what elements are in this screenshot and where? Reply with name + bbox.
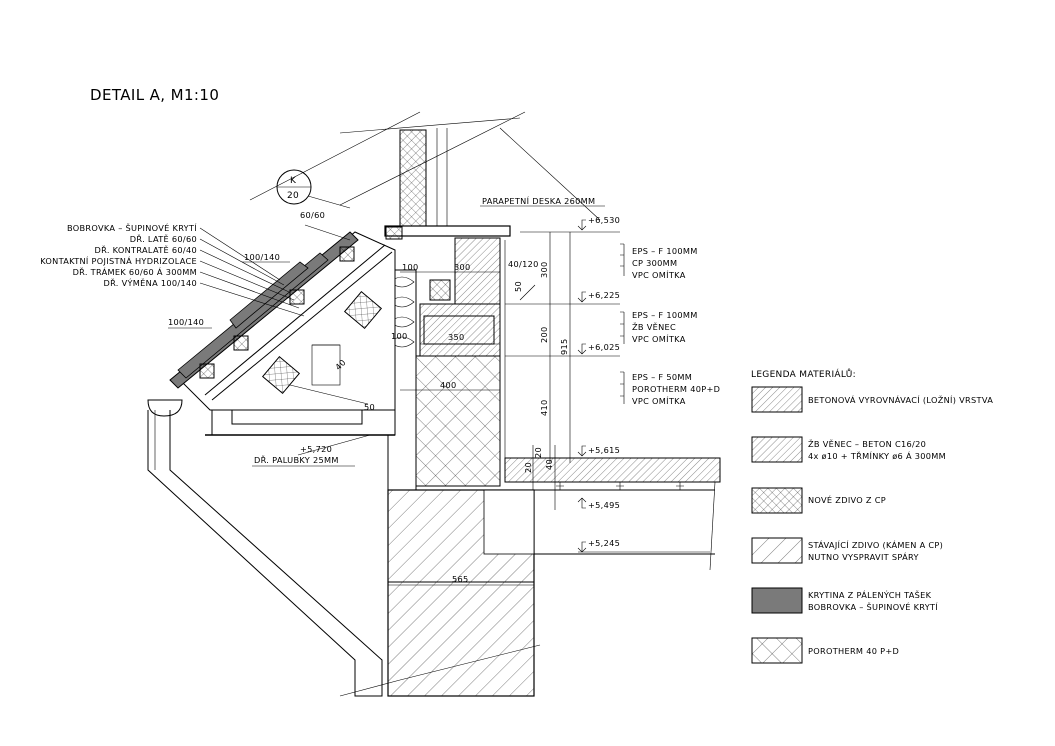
roof-layer-label: DŘ. TRÁMEK 60/60 Á 300MM: [73, 266, 197, 277]
legend-text: NUTNO VYSPRAVIT SPÁRY: [808, 551, 919, 562]
gutter-downpipe: [147, 399, 383, 697]
label-beam-lower: 100/140: [168, 317, 204, 327]
legend: LEGENDA MATERIÁLŮ: BETONOVÁ VYROVNÁVACÍ …: [751, 368, 993, 664]
wall-note-line: EPS – F 100MM: [632, 246, 698, 256]
dim-v-200: 200: [539, 326, 549, 343]
ring-beam: [419, 303, 501, 357]
roof-layer-label: DŘ. KONTRALATĚ 60/40: [95, 244, 197, 255]
roof-layer-label: BOBROVKA – ŠUPINOVÉ KRYTÍ: [67, 222, 197, 233]
legend-text: STÁVAJÍCÍ ZDIVO (KÁMEN A CP): [808, 539, 943, 550]
dim-v-20: 20: [523, 462, 533, 473]
label-eave-level: +5,720: [300, 444, 332, 454]
dim-300: 300: [454, 262, 471, 272]
legend-text: 4x ø10 + TŘMÍNKY ø6 Á 300MM: [808, 450, 946, 461]
dim-565: 565: [452, 574, 469, 584]
section-mark-letter: K: [290, 176, 297, 186]
wall-note-line: VPC OMÍTKA: [632, 333, 686, 344]
legend-swatch-porotherm: [751, 637, 803, 664]
dim-40-120: 40/120: [508, 259, 539, 269]
dim-v-410: 410: [539, 399, 549, 416]
legend-swatch-tiles: [751, 587, 803, 614]
wall-note-line: CP 300MM: [632, 258, 677, 268]
roof-tiles: [169, 231, 359, 389]
level-text: +5,495: [588, 500, 620, 510]
roof-layer-leaders: [168, 205, 605, 467]
legend-text: BETONOVÁ VYROVNÁVACÍ (LOŽNÍ) VRSTVA: [808, 394, 993, 405]
level-texts: +6,530 +6,225 +6,025 +5,615 +5,495 +5,24…: [588, 215, 620, 548]
dim-v-300: 300: [539, 261, 549, 278]
battens: [199, 226, 451, 395]
dim-400: 400: [440, 380, 457, 390]
roof-layer-label: KONTAKTNÍ POJISTNÁ HYDRIZOLACE: [40, 255, 197, 266]
legend-swatch-existing-wall: [751, 537, 803, 564]
level-text: +6,530: [588, 215, 620, 225]
upper-wall-brick: [399, 129, 427, 228]
porotherm-wall: [399, 355, 501, 487]
dim-v-915: 915: [559, 338, 569, 355]
floor-slab: [504, 457, 721, 483]
legend-text: BOBROVKA – ŠUPINOVÉ KRYTÍ: [808, 601, 938, 612]
dim-350: 350: [448, 332, 465, 342]
legend-text: KRYTINA Z PÁLENÝCH TAŠEK: [808, 589, 932, 600]
dimension-lines: [388, 231, 620, 586]
wall-note-line: POROTHERM 40P+D: [632, 384, 720, 394]
level-markers: [577, 219, 710, 553]
dim-v-40: 40: [544, 459, 554, 470]
wall-note-line: EPS – F 50MM: [632, 372, 692, 382]
level-text: +6,025: [588, 342, 620, 352]
soffit: [211, 409, 396, 436]
dim-v-20b: 20: [533, 447, 543, 458]
label-sill: PARAPETNÍ DESKA 260MM: [482, 195, 595, 206]
parapet-sill: [384, 225, 511, 237]
legend-text: NOVÉ ZDIVO Z CP: [808, 494, 886, 505]
label-60-60: 60/60: [300, 210, 325, 220]
dim-50: 50: [513, 281, 523, 292]
cp-masonry: [454, 237, 501, 305]
section-mark: K 20: [276, 169, 351, 209]
wall-note-line: EPS – F 100MM: [632, 310, 698, 320]
legend-title: LEGENDA MATERIÁLŮ:: [751, 368, 856, 380]
wall-note-line: ŽB VĚNEC: [632, 321, 676, 332]
roof-layer-label: DŘ. LATĚ 60/60: [130, 233, 197, 244]
roof-layer-labels: BOBROVKA – ŠUPINOVÉ KRYTÍ DŘ. LATĚ 60/60…: [40, 222, 197, 288]
dimension-texts: 40 50 100 300 40/120 50 350 100 400 565 …: [333, 259, 569, 584]
wall-note-line: VPC OMÍTKA: [632, 395, 686, 406]
existing-stone-right: [483, 489, 535, 555]
section-mark-number: 20: [287, 191, 299, 201]
drawing-title: DETAIL A, M1:10: [90, 86, 219, 104]
legend-text: ŽB VĚNEC – BETON C16/20: [808, 438, 926, 449]
legend-swatch-new-brick: [751, 487, 803, 514]
legend-text: POROTHERM 40 P+D: [808, 646, 899, 656]
dim-100: 100: [402, 262, 419, 272]
label-eave-board: DŘ. PALUBKY 25MM: [254, 455, 339, 465]
label-beam-upper: 100/140: [244, 252, 280, 262]
legend-swatch-concrete-bed: [751, 386, 803, 413]
dim-50-eave: 50: [364, 402, 375, 412]
level-text: +5,615: [588, 445, 620, 455]
level-text: +6,225: [588, 290, 620, 300]
dim-100-small: 100: [391, 331, 408, 341]
legend-swatch-ring-beam: [751, 436, 803, 463]
roof-layer-label: DŘ. VÝMĚNA 100/140: [104, 277, 198, 288]
level-text: +5,245: [588, 538, 620, 548]
wall-note-line: VPC OMÍTKA: [632, 269, 686, 280]
wall-notes: EPS – F 100MM CP 300MM VPC OMÍTKA EPS – …: [620, 243, 720, 406]
